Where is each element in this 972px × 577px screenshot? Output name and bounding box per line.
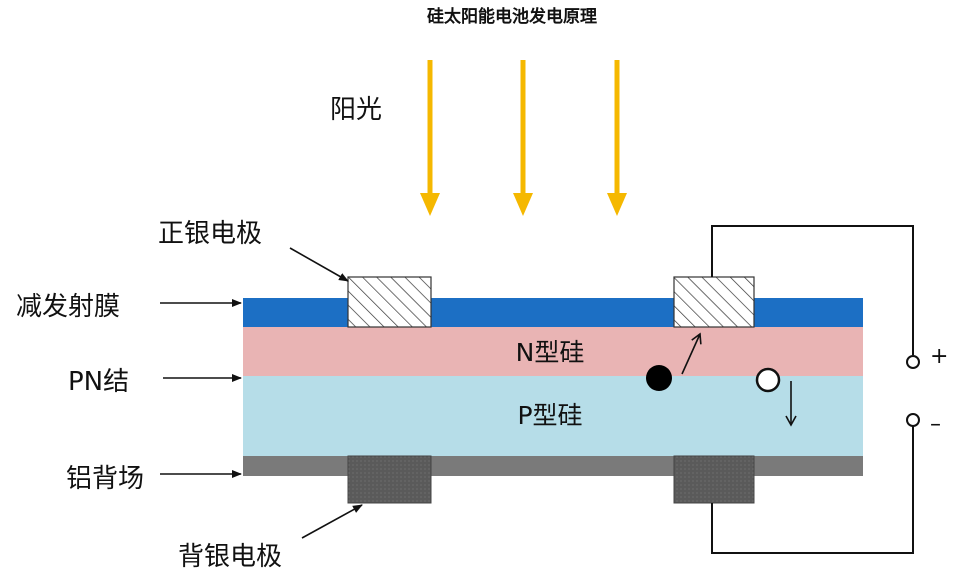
pn-junction-label: PN结 [68,367,129,397]
front-silver-electrode [673,276,755,328]
positive-terminal [906,355,920,369]
sunlight-arrow [513,60,533,216]
sunlight-arrows [420,60,627,216]
electron-dot [646,365,672,391]
diagram-title: 硅太阳能电池发电原理 [427,6,597,27]
n-silicon-label: N型硅 [516,338,585,367]
front-electrode-pointer [289,247,349,282]
aluminum-back-field-layer [243,456,863,476]
antireflection-film-label: 减发射膜 [16,292,120,322]
sunlight-label: 阳光 [330,95,382,125]
back-electrode-pointer [301,504,363,539]
p-silicon-label: P型硅 [517,401,582,430]
sunlight-arrow [420,60,440,216]
p-silicon-layer [243,376,863,456]
back-silver-electrode [347,455,432,504]
sunlight-arrow [607,60,627,216]
hole-circle [755,367,781,393]
back-silver-electrode [673,455,755,504]
negative-terminal [906,413,920,427]
negative-sign: – [930,412,941,437]
front-electrode-label: 正银电极 [158,219,262,249]
back-electrode-label: 背银电极 [178,542,282,572]
external-circuit [711,225,920,554]
n-silicon-layer [243,327,863,376]
positive-sign: + [930,344,948,369]
front-silver-electrode [347,276,432,328]
antireflection-film-layer [243,298,863,327]
electron-arrow [681,332,702,375]
aluminum-back-field-label: 铝背场 [66,464,144,494]
